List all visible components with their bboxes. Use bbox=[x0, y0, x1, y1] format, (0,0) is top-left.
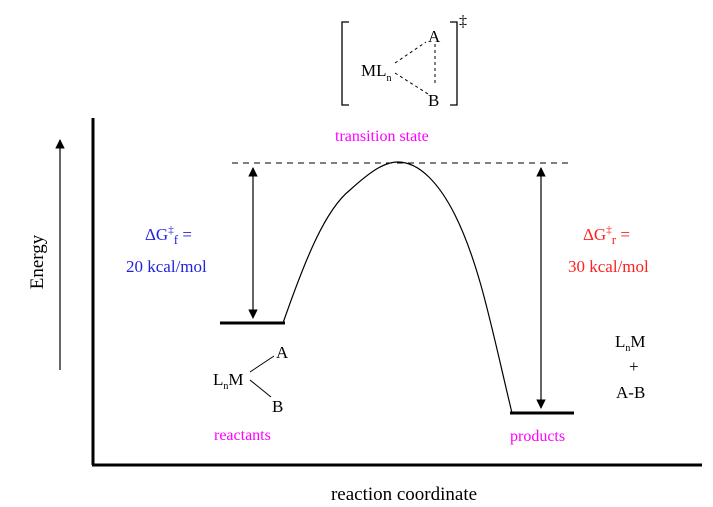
products-structure: LnM + A-B bbox=[615, 332, 646, 402]
dashed-bond-mb bbox=[394, 72, 429, 95]
product-molecule: A-B bbox=[616, 383, 645, 402]
ts-atom-b: B bbox=[428, 91, 439, 110]
reactants-structure: LnM A B bbox=[213, 343, 289, 416]
ts-atom-a: A bbox=[428, 27, 441, 46]
right-bracket bbox=[450, 21, 458, 106]
reverse-barrier-label: ΔG‡r = bbox=[583, 224, 630, 247]
reactant-bond-b bbox=[249, 379, 272, 398]
products-label: products bbox=[510, 428, 565, 445]
ts-metal: MLn bbox=[361, 61, 392, 84]
forward-barrier-value: 20 kcal/mol bbox=[126, 257, 207, 276]
x-axis-label: reaction coordinate bbox=[331, 484, 477, 505]
dashed-bond-ma bbox=[394, 41, 427, 64]
product-metal: LnM bbox=[615, 332, 646, 354]
reactant-atom-a: A bbox=[276, 343, 289, 362]
left-bracket bbox=[341, 21, 349, 106]
reactant-metal: LnM bbox=[213, 370, 244, 392]
reaction-curve bbox=[282, 161, 513, 414]
transition-state-complex: MLn A B ‡ bbox=[341, 13, 467, 110]
transition-state-label: transition state bbox=[335, 128, 429, 145]
forward-barrier-label: ΔG‡f = bbox=[145, 224, 192, 247]
reactants-label: reactants bbox=[214, 427, 271, 444]
reactant-atom-b: B bbox=[272, 397, 283, 416]
ts-dagger: ‡ bbox=[459, 13, 467, 30]
product-plus: + bbox=[629, 357, 639, 376]
y-axis-label: Energy bbox=[27, 234, 48, 289]
reactant-bond-a bbox=[249, 355, 275, 373]
reverse-barrier-value: 30 kcal/mol bbox=[568, 257, 649, 276]
